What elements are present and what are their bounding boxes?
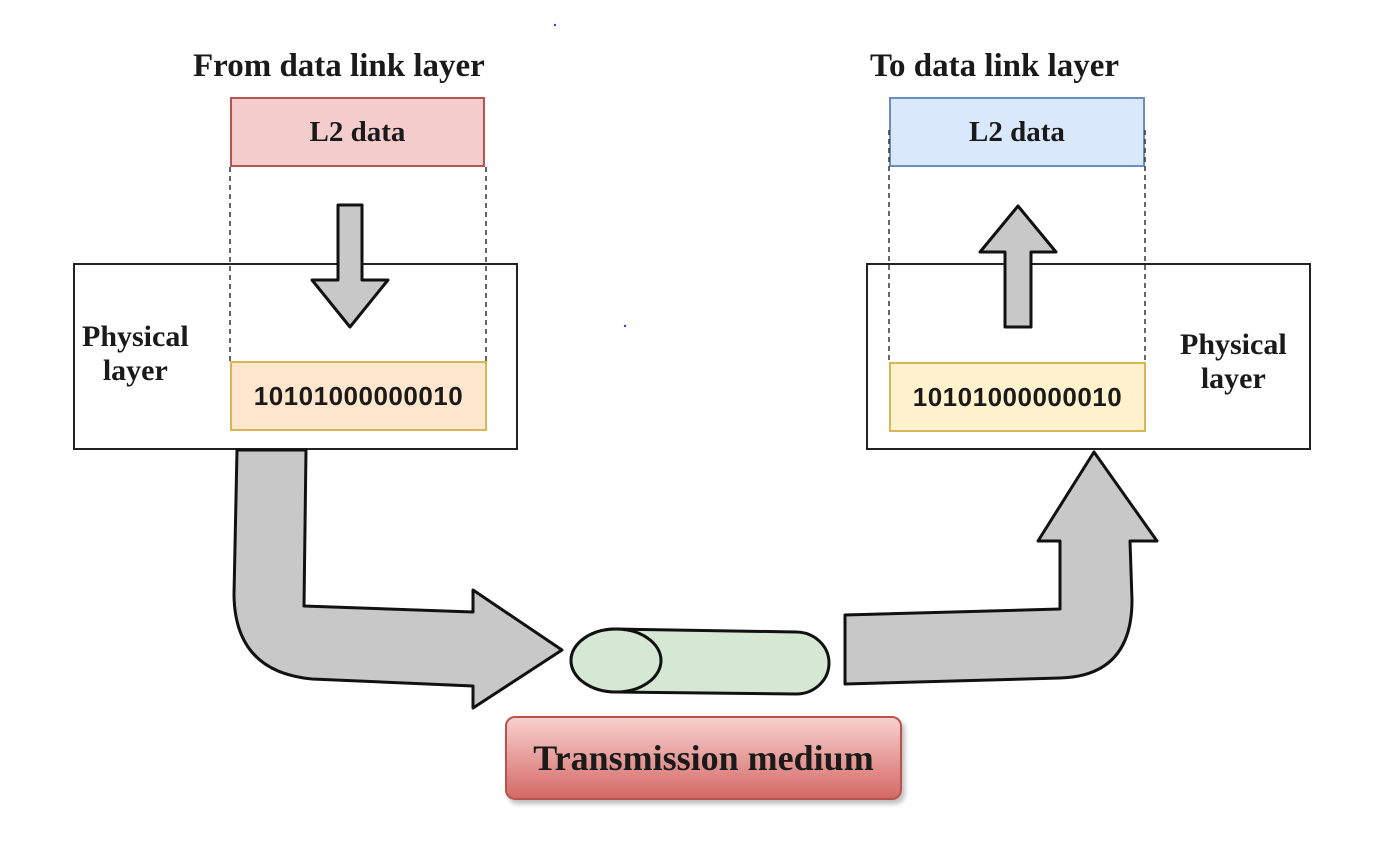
- bent-arrow-from-medium-icon: [843, 450, 1159, 686]
- right-l2-data-label: L2 data: [969, 115, 1065, 148]
- left-bitstream-box: 10101000000010: [230, 361, 487, 431]
- transmission-medium-label-box: Transmission medium: [505, 716, 902, 800]
- up-arrow-icon: [978, 204, 1058, 329]
- left-physical-layer-label: Physical layer: [82, 320, 189, 387]
- right-dashed-guides: [888, 130, 1146, 362]
- left-l2-data-label: L2 data: [309, 115, 406, 148]
- stray-dot-b: [623, 324, 627, 328]
- transmission-medium-cylinder-icon: [569, 627, 831, 696]
- left-bitstream-label: 10101000000010: [253, 380, 464, 411]
- right-bitstream-label: 10101000000010: [912, 381, 1123, 412]
- left-l2-data-box: L2 data: [230, 97, 485, 167]
- right-physical-layer-label: Physical layer: [1180, 328, 1287, 395]
- right-l2-data-box: L2 data: [889, 97, 1145, 167]
- right-heading: To data link layer: [870, 48, 1120, 84]
- left-heading: From data link layer: [193, 48, 485, 84]
- stray-dot-a: [553, 23, 557, 27]
- bent-arrow-to-medium-icon: [232, 448, 564, 710]
- right-bitstream-box: 10101000000010: [889, 362, 1146, 432]
- down-arrow-icon: [310, 203, 390, 329]
- transmission-medium-label: Transmission medium: [533, 738, 874, 778]
